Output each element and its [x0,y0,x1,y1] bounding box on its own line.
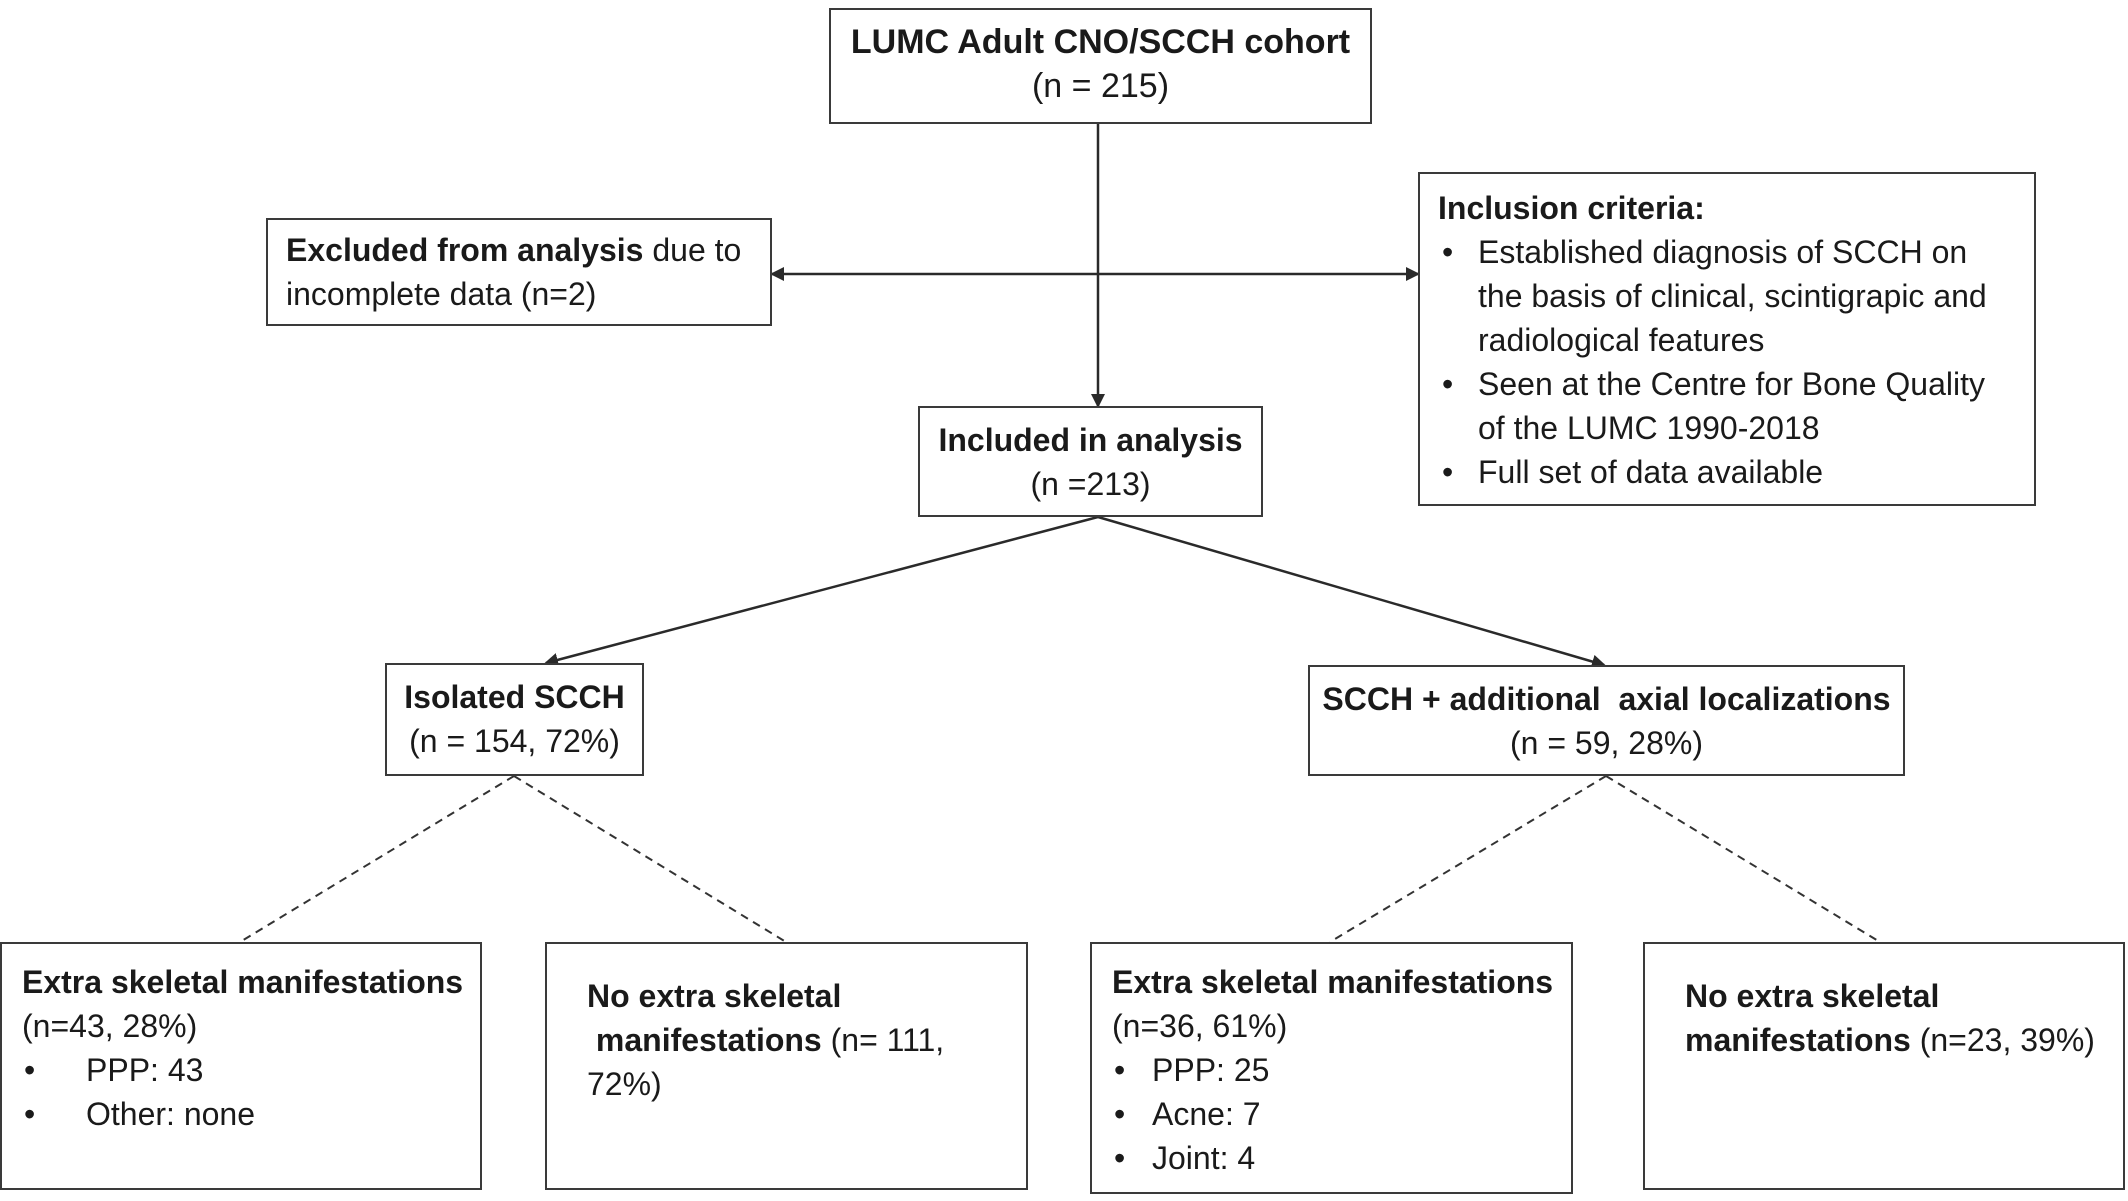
leaf-title: Extra skeletal manifestations [22,964,464,1000]
leaf-no-extra-skeletal-isolated: No extra skeletal manifestations (n= 111… [545,942,1028,1190]
additional-localizations-box: SCCH + additional axial localizations (n… [1308,665,1905,776]
leaf-item: • Other: none [22,1092,480,1136]
inclusion-item: • Seen at the Centre for Bone Quality of… [1438,362,2034,450]
excluded-box: Excluded from analysis due to incomplete… [266,218,772,326]
bullet: • [1114,1052,1126,1088]
leaf-extra-skeletal-additional: Extra skeletal manifestations (n=36, 61%… [1090,942,1573,1194]
bullet: • [1442,234,1454,270]
leaf-count: (n=36, 61%) [1112,1008,1288,1044]
dashed-additional-to-extra [1329,775,1607,943]
isolated-title: Isolated SCCH [404,679,625,715]
leaf-item: • PPP: 43 [22,1048,480,1092]
dashed-isolated-to-extra [239,775,515,943]
bullet: • [1114,1096,1126,1132]
bullet: • [24,1052,36,1088]
leaf-item: • Acne: 7 [1112,1092,1571,1136]
leaf-count-cont: 72%) [587,1066,662,1102]
leaf-title-cont: manifestations [587,1022,822,1058]
included-title: Included in analysis [938,422,1243,458]
leaf-title: Extra skeletal manifestations [1112,964,1554,1000]
excluded-label: Excluded from analysis [286,232,644,268]
included-count: (n =213) [1030,466,1151,502]
bullet: • [1442,366,1454,402]
isolated-scch-box: Isolated SCCH (n = 154, 72%) [385,663,644,776]
leaf-count: (n= 111, [821,1022,945,1058]
included-box: Included in analysis (n =213) [918,406,1263,517]
leaf-item: • Joint: 4 [1112,1136,1571,1180]
leaf-count: (n=43, 28%) [22,1008,198,1044]
bullet: • [1114,1140,1126,1176]
inclusion-criteria-box: Inclusion criteria: • Established diagno… [1418,172,2036,506]
leaf-title: No extra skeletal [587,978,842,1014]
bullet: • [24,1096,36,1132]
inclusion-item: • Full set of data available [1438,450,2034,494]
bullet: • [1442,454,1454,490]
arrow-included-to-additional [1097,515,1606,669]
additional-count: (n = 59, 28%) [1510,725,1703,761]
leaf-count: (n=23, 39%) [1910,1022,2095,1058]
cohort-count: (n = 215) [1031,67,1170,105]
inclusion-list: • Established diagnosis of SCCH on the b… [1438,230,2034,494]
excluded-reason: due to [643,232,742,268]
arrow-included-to-isolated [544,515,1099,667]
leaf-extra-skeletal-isolated: Extra skeletal manifestations (n=43, 28%… [0,942,482,1190]
leaf-title-cont: manifestations [1685,1022,1911,1058]
excluded-detail: incomplete data (n=2) [286,276,597,312]
leaf-item: • PPP: 25 [1112,1048,1571,1092]
leaf-title: No extra skeletal [1685,978,1940,1014]
dashed-additional-to-none [1605,775,1881,943]
cohort-box: LUMC Adult CNO/SCCH cohort (n = 215) [829,8,1372,124]
leaf-no-extra-skeletal-additional: No extra skeletal manifestations (n=23, … [1643,942,2125,1190]
inclusion-title: Inclusion criteria: [1438,190,1705,226]
additional-title: SCCH + additional axial localizations [1322,681,1891,717]
isolated-count: (n = 154, 72%) [409,723,620,759]
dashed-isolated-to-none [513,775,787,943]
inclusion-item: • Established diagnosis of SCCH on the b… [1438,230,2034,362]
cohort-title: LUMC Adult CNO/SCCH cohort [850,23,1351,61]
